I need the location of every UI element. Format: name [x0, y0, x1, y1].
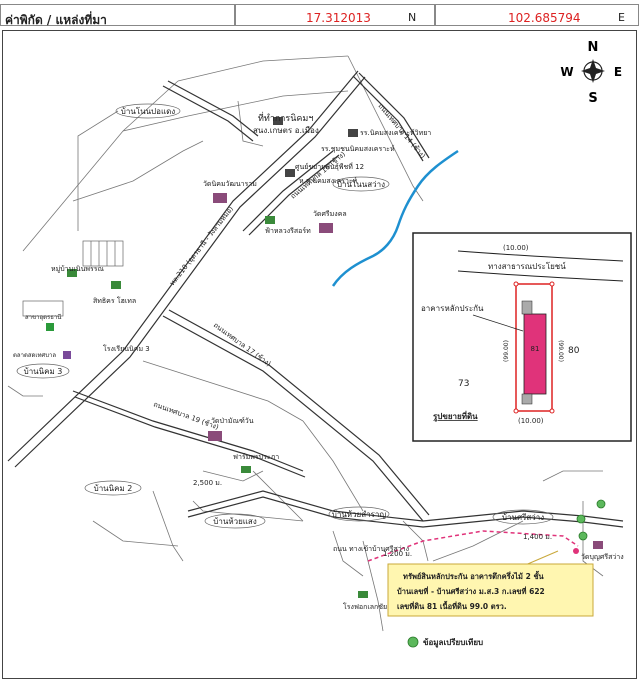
label-school-2: รร.ชุมชนนิคมสงเคราะห์ [321, 145, 395, 153]
label-wat-sri-mongkol: วัดศรีมงคล [313, 210, 347, 218]
label-ban-huai-saeng: บ้านห้วยแสง [213, 517, 257, 526]
label-market: ตลาดสดเทศบาล [13, 352, 56, 359]
inset-width-top: (10.00) [503, 244, 529, 252]
info-box: ทรัพย์สินหลักประกัน อาคารตึกครึ่งไม้ 2 ช… [387, 548, 594, 617]
office-icon [273, 117, 283, 125]
label-fah-luang: ฟ้าหลวงรีสอร์ท [265, 227, 311, 235]
header-bar: ค่าพิกัด / แหล่งที่มา 17.312013 N 102.68… [0, 0, 639, 30]
label-school-1: รร.นิคมสงเคราะห์วิทยา [360, 129, 431, 137]
label-ban-non-sawang: บ้านโนนสว่าง [337, 179, 385, 189]
route-line [367, 530, 579, 562]
legend-label: ข้อมูลเปรียบเทียบ [423, 637, 483, 648]
longitude-value: 102.685794 [508, 11, 581, 25]
map-canvas[interactable]: บ้านโนนปอแดง ที่ทำการนิคมฯ สนง.เกษตร อ.เ… [2, 30, 637, 679]
label-wat-pa: วัดป่ามัณฑ์วัน [211, 417, 254, 425]
label-ban-nikom2: บ้านนิคม 2 [94, 484, 133, 493]
building-icons [46, 117, 603, 598]
label-road-hwy210: ทล.210 (อุดรธานี - วังสามหมอ) [168, 205, 235, 288]
market-icon [63, 351, 71, 359]
label-farm: ฟาร์มพรประภา [233, 453, 279, 461]
inset-plot-outline [515, 283, 553, 412]
label-wat-nikom: วัดนิคมวัฒนาราม [203, 180, 257, 188]
factory-icon [358, 591, 368, 598]
comparison-marker[interactable] [596, 499, 606, 509]
label-pp-nikom: สาขาอุดรธานี [25, 313, 61, 321]
info-line-1: ทรัพย์สินหลักประกัน อาคารตึกครึ่งไม้ 2 ช… [403, 570, 545, 581]
health-center-icon [285, 169, 295, 177]
inset-building-label: อาคารหลักประกัน [421, 304, 484, 313]
property-marker[interactable] [573, 548, 579, 554]
label-wat-sri-sawang: วัดบุญศรีสว่าง [581, 553, 624, 561]
label-health: ห.ส.นิคมสงเคราะห์ [299, 177, 358, 185]
comparison-marker[interactable] [576, 514, 586, 524]
inset-plot-num: 81 [531, 345, 540, 353]
temple-icon-wat-nikom [213, 193, 227, 203]
temple-icon-wat-sri-sawang [593, 541, 603, 549]
inset-left-len: (99.00) [503, 340, 510, 362]
label-road-17: ถนนเทศบาล 17 (ช้าง) [212, 321, 273, 368]
resort-icon [265, 216, 275, 224]
map-svg: บ้านโนนปอแดง ที่ทำการนิคมฯ สนง.เกษตร อ.เ… [7, 40, 632, 648]
temple-icon-wat-sri-mongkol [319, 223, 333, 233]
inset-building [523, 313, 547, 395]
label-ban-sri-sawang: บ้านศรีสว่าง [502, 513, 544, 522]
comparison-markers [576, 499, 606, 541]
inset-right-len: (99.00) [557, 340, 564, 362]
header-label: ค่าพิกัด / แหล่งที่มา [5, 13, 107, 27]
legend-marker [407, 636, 419, 648]
latitude-value: 17.312013 [306, 11, 371, 25]
label-nikom-school3: โรงเรียนนิคม 3 [103, 344, 150, 353]
latitude-cell: 17.312013 N [235, 4, 435, 26]
label-road-16: ถนนเทศบาล 16 (ช้าง) [289, 150, 347, 201]
header-label-cell: ค่าพิกัด / แหล่งที่มา [0, 4, 235, 27]
label-ban-nong-paeng: บ้านโนนปอแดง [121, 106, 176, 116]
distance-3: 1,200 ม. [383, 550, 412, 558]
label-village-estate: หมู่บ้านเนินพรรณ [51, 265, 104, 273]
label-ban-nikom3: บ้านนิคม 3 [24, 367, 63, 376]
compass-s: S [588, 91, 597, 106]
parcel-grid [7, 55, 604, 632]
label-factory: โรงฟอกเลกซัย [343, 602, 387, 611]
river [331, 149, 459, 287]
label-district-office: ที่ทำการนิคมฯ [258, 111, 313, 124]
compass-e: E [614, 65, 622, 79]
longitude-cell: 102.685794 E [435, 4, 639, 26]
inset-neighbor-right: 80 [568, 346, 580, 356]
legend: ข้อมูลเปรียบเทียบ [407, 636, 483, 648]
distance-2: 2,500 ม. [193, 479, 222, 487]
label-road-main: ถนน ทางเข้าบ้านศรีสว่าง [333, 545, 409, 553]
label-growth-center: ศูนย์ขยายพันธุ์พืชที่ 12 [295, 162, 364, 171]
inset-width-bottom: (10.00) [518, 417, 544, 425]
latitude-unit: N [408, 11, 417, 24]
distance-labels: 1,400 ม. 2,500 ม. 1,200 ม. [193, 479, 552, 558]
village-icon [67, 269, 77, 277]
farm-icon [241, 466, 251, 473]
label-ban-huai-samran: บ้านห้วยสำราญ [332, 510, 387, 519]
compass-rose: N S E W [560, 40, 622, 106]
inset-panel: (10.00) ทางสาธารณประโยชน์ 81 (99.00) (99… [412, 232, 632, 442]
inset-plot-caption: รูปขยายที่ดิน [433, 410, 478, 422]
comparison-marker[interactable] [578, 531, 588, 541]
info-line-3: เลขที่ดิน 81 เนื้อที่ดิน 99.0 ตรว. [397, 600, 507, 611]
hotel-icon [111, 281, 121, 289]
inset-road-label: ทางสาธารณประโยชน์ [488, 261, 566, 271]
temple-icon-wat-pa [208, 431, 222, 441]
bank-icon [46, 323, 54, 331]
town-block [22, 240, 124, 317]
info-line-2: บ้านเลขที่ - บ้านศรีสว่าง ม.ส.3 ก.เลขที่… [397, 585, 545, 596]
distance-1: 1,400 ม. [523, 533, 552, 541]
longitude-unit: E [618, 11, 625, 24]
compass-w: W [560, 65, 573, 79]
compass-n: N [588, 40, 599, 55]
label-sitthikorn: สิทธิคร โฮเทล [93, 296, 136, 305]
label-co-op: สนง.เกษตร อ.เมือง [253, 126, 319, 135]
label-road-19: ถนนเทศบาล 19 (ช้าง) [152, 400, 220, 431]
inset-neighbor-left: 73 [458, 379, 469, 389]
school-icon [348, 129, 358, 137]
